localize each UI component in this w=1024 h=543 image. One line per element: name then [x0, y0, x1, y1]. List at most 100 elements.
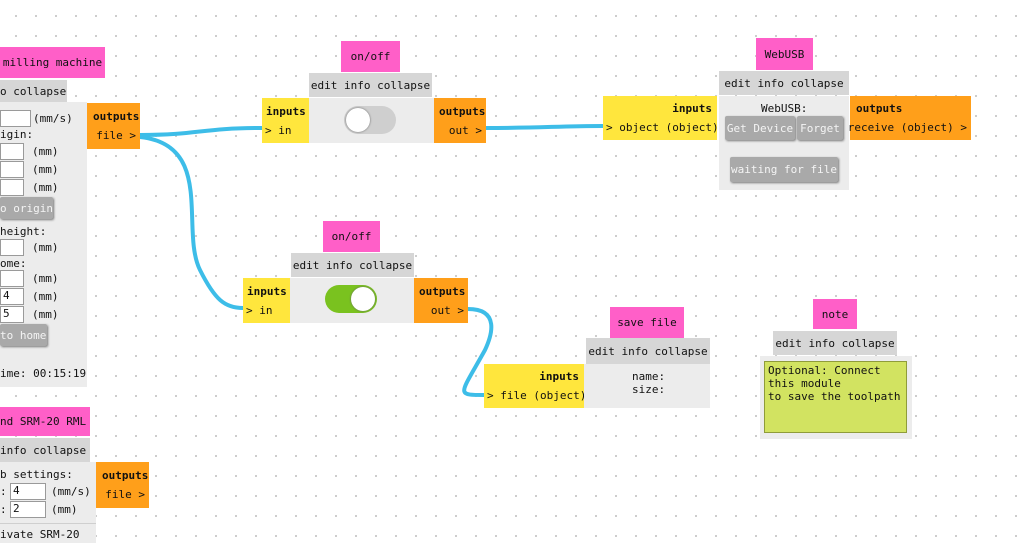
onoff1-toolbar-text: edit info collapse [310, 78, 431, 92]
mill-home-z-input[interactable]: 5 [0, 306, 24, 323]
savefile-title[interactable]: save file [610, 307, 684, 338]
srm-title[interactable]: nd SRM-20 RML [0, 407, 90, 436]
wire-onoff1-to-webusb [484, 124, 605, 130]
srm-panel: b settings: : 4 (mm/s) : 2 (mm) ivate SR… [0, 462, 96, 543]
onoff1-title[interactable]: on/off [341, 41, 400, 72]
note-title-text: note [821, 307, 849, 321]
srm-toolbar-text: info collapse [0, 443, 87, 457]
srm-toolbar[interactable]: info collapse [0, 438, 90, 462]
srm-settings-label: b settings: [0, 468, 73, 481]
waiting-status-button[interactable]: waiting for file [730, 157, 838, 182]
mill-home-x-input[interactable] [0, 270, 24, 287]
mill-height-input[interactable] [0, 239, 24, 256]
onoff2-output-port-out[interactable]: out > [431, 304, 464, 317]
savefile-title-text: save file [617, 316, 677, 329]
srm-speed-input[interactable]: 4 [10, 483, 46, 500]
savefile-panel: name: size: [584, 364, 710, 408]
srm-speed-value: 4 [13, 484, 20, 497]
mill-outputs-header: outputs [93, 110, 140, 123]
srm-jog-value: 2 [13, 502, 20, 515]
note-panel: Optional: Connect this module to save th… [760, 356, 912, 439]
srm-jog-input[interactable]: 2 [10, 501, 46, 518]
mill-origin-y-input[interactable] [0, 161, 24, 178]
webusb-toolbar-text: edit info collapse [724, 76, 844, 90]
mill-output-port-label: file [96, 129, 123, 142]
mill-home-label: ome: [0, 257, 27, 270]
mill-speed-input[interactable] [0, 110, 31, 127]
mill-title[interactable]: milling machine [0, 47, 105, 78]
waiting-status-label: waiting for file [731, 163, 837, 176]
mill-origin-z-input[interactable] [0, 179, 24, 196]
mill-home-y-unit: (mm) [32, 290, 59, 303]
webusb-input-port-object[interactable]: > object (object) [606, 121, 719, 134]
mill-home-z-value: 5 [3, 307, 10, 320]
note-toolbar[interactable]: edit info collapse [773, 331, 897, 355]
mill-output-port-file[interactable]: file > [96, 129, 136, 142]
onoff1-inputs: inputs > in [262, 98, 309, 143]
port-chevron-icon: > [138, 488, 145, 501]
move-to-origin-button[interactable]: o origin [0, 197, 53, 219]
mill-home-z-unit: (mm) [32, 308, 59, 321]
port-chevron-icon: > [487, 389, 494, 402]
srm-jog-colon: : [0, 503, 7, 516]
mill-origin-z-unit: (mm) [32, 181, 59, 194]
srm-outputs: outputs file > [96, 462, 149, 508]
savefile-input-port-label: file (object) [500, 389, 587, 402]
webusb-outputs-header: outputs [856, 102, 903, 115]
module-save-file: save file edit info collapse inputs > fi… [484, 307, 710, 408]
mill-toolbar[interactable]: o collapse [0, 80, 67, 102]
onoff1-toggle-switch[interactable] [344, 106, 396, 134]
module-onoff-1: on/off edit info collapse inputs > in ou… [262, 41, 486, 145]
mill-home-y-value: 4 [3, 289, 10, 302]
savefile-size-label: size: [632, 383, 666, 396]
savefile-name-label: name: [632, 370, 666, 383]
webusb-panel: WebUSB: Get Device Forget waiting for fi… [719, 96, 849, 190]
savefile-input-port-file[interactable]: > file (object) [487, 389, 586, 402]
mill-speed-unit: (mm/s) [33, 112, 73, 125]
srm-divider [0, 523, 96, 524]
mill-home-y-input[interactable]: 4 [0, 288, 24, 305]
onoff1-output-port-out[interactable]: out > [449, 124, 482, 137]
onoff1-toolbar[interactable]: edit info collapse [309, 73, 432, 97]
onoff2-toolbar[interactable]: edit info collapse [291, 253, 414, 277]
onoff1-outputs-header: outputs [439, 105, 486, 118]
module-onoff-2: on/off edit info collapse inputs > in ou… [243, 221, 468, 325]
srm-output-port-file[interactable]: file > [105, 488, 145, 501]
onoff2-toggle-switch[interactable] [325, 285, 377, 313]
port-chevron-icon: > [960, 121, 967, 134]
webusb-input-port-label: object (object) [619, 121, 719, 134]
onoff1-output-port-label: out [448, 124, 469, 137]
move-to-home-button[interactable]: to home [0, 324, 47, 346]
webusb-output-port-label: receive (object) [847, 121, 954, 134]
webusb-toolbar[interactable]: edit info collapse [719, 71, 849, 95]
forget-label: Forget [800, 121, 840, 135]
onoff2-input-port-in[interactable]: > in [246, 304, 273, 317]
onoff1-input-port-in[interactable]: > in [265, 124, 292, 137]
savefile-toolbar-text: edit info collapse [588, 344, 708, 358]
mill-home-x-unit: (mm) [32, 272, 59, 285]
srm-output-port-label: file [105, 488, 132, 501]
mill-origin-label: igin: [0, 128, 34, 141]
savefile-toolbar[interactable]: edit info collapse [586, 338, 710, 364]
module-note: note edit info collapse Optional: Connec… [760, 299, 912, 439]
note-textarea[interactable]: Optional: Connect this module to save th… [764, 361, 907, 433]
mill-origin-x-input[interactable] [0, 143, 24, 160]
webusb-outputs: outputs receive (object) > [848, 96, 971, 140]
move-to-origin-label: o origin [0, 201, 53, 215]
webusb-title[interactable]: WebUSB [756, 38, 813, 70]
webusb-output-port-receive[interactable]: receive (object) > [848, 121, 967, 134]
srm-activate-text[interactable]: ivate SRM-20 [0, 528, 80, 541]
onoff2-panel [290, 278, 414, 323]
port-chevron-icon: > [606, 121, 613, 134]
note-title[interactable]: note [813, 299, 857, 329]
get-device-button[interactable]: Get Device [725, 116, 795, 140]
onoff1-input-port-label: in [278, 124, 292, 137]
onoff2-title[interactable]: on/off [323, 221, 380, 252]
wire-file-to-onoff2 [138, 135, 245, 310]
onoff2-title-text: on/off [331, 230, 372, 243]
srm-title-text: nd SRM-20 RML [0, 415, 87, 428]
module-milling-machine: milling machine o collapse (mm/s) igin: … [0, 0, 150, 400]
webusb-inputs: inputs > object (object) [603, 96, 719, 140]
savefile-inputs-header: inputs [539, 370, 579, 383]
forget-button[interactable]: Forget [797, 116, 843, 140]
